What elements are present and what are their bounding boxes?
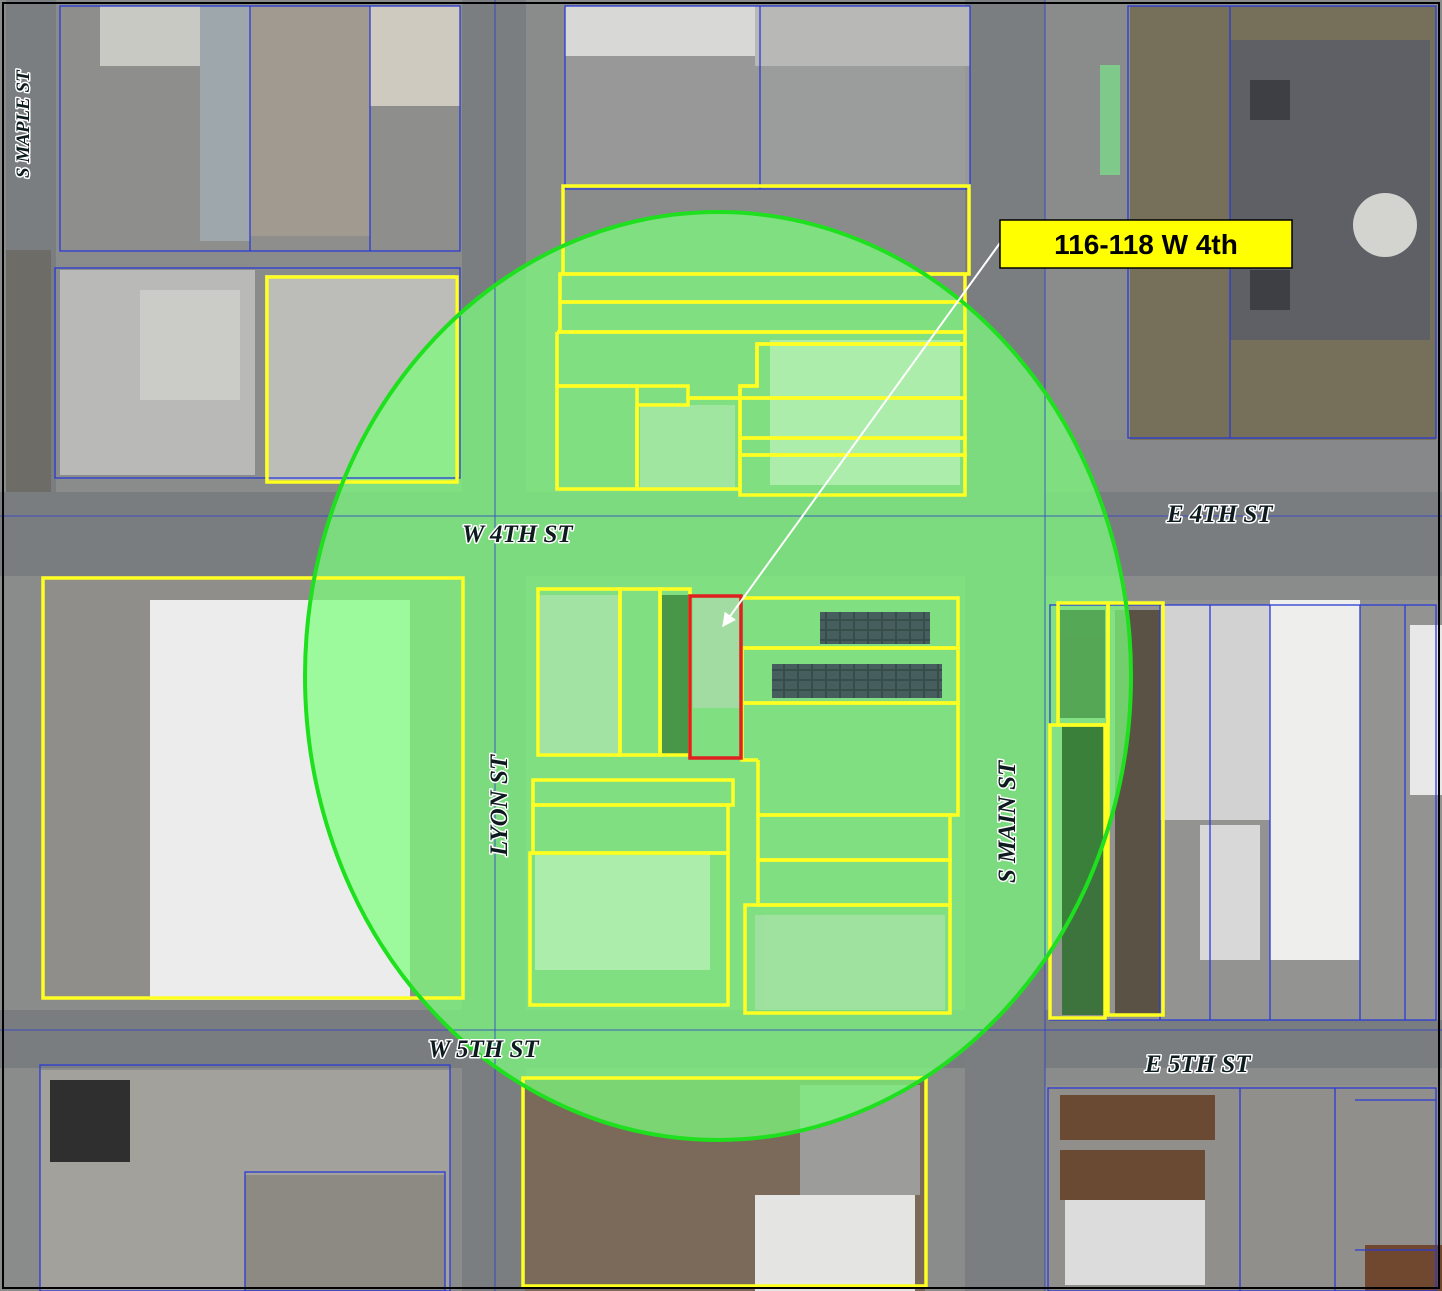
parcel-outline: [265, 275, 459, 484]
address-callout: 116-118 W 4th: [999, 219, 1293, 269]
address-callout-label: 116-118 W 4th: [1054, 229, 1238, 260]
solar-array: [820, 612, 930, 644]
street-labels: S MAPLE ST W 4TH ST E 4TH ST LYON ST S M…: [12, 67, 1276, 1079]
street-label-e-5th: E 5TH ST: [1144, 1051, 1252, 1078]
street-label-s-maple: S MAPLE ST: [13, 69, 34, 178]
street-label-w-5th: W 5TH ST: [428, 1036, 540, 1063]
notification-buffer-outline: [303, 210, 1133, 1142]
parcel-outline: [41, 576, 465, 1000]
parcel-outline: [528, 851, 730, 1007]
callout-arrow: [722, 242, 1001, 628]
street-label-e-4th: E 4TH ST: [1166, 501, 1274, 528]
parcel-outline: [743, 903, 952, 1015]
parcel-outline: [1106, 601, 1165, 1017]
notified-parcels: [41, 184, 1165, 1288]
parcel-outline: [521, 1076, 928, 1288]
street-label-w-4th: W 4TH ST: [462, 521, 574, 548]
buffer-interior-details: [535, 340, 1107, 1015]
street-label-lyon: LYON ST: [486, 753, 513, 857]
solar-array: [772, 664, 942, 698]
parcel-outline: [738, 453, 967, 497]
subject-parcel: [688, 594, 743, 760]
parcel-outline: [1048, 723, 1107, 1020]
street-label-s-main: S MAIN ST: [994, 759, 1021, 883]
